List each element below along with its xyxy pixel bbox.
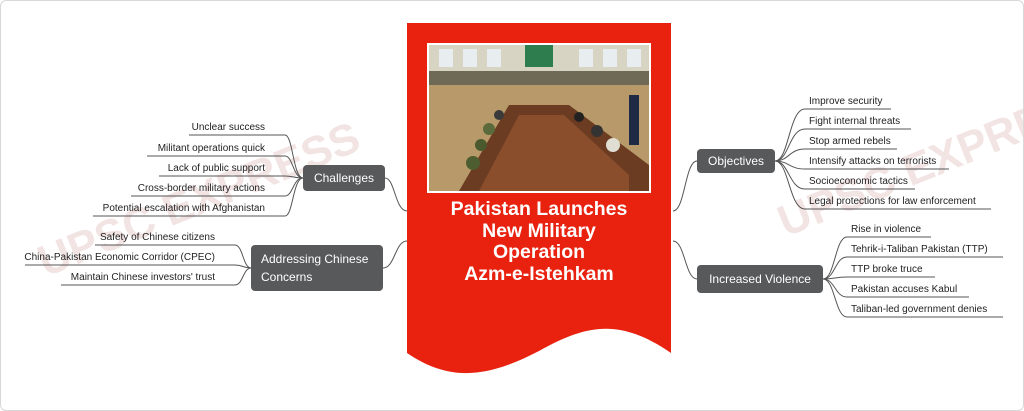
- violence-item: Rise in violence: [851, 224, 922, 235]
- objectives-item: Intensify attacks on terrorists: [809, 156, 937, 167]
- challenges-item: Militant operations quick: [157, 143, 265, 154]
- violence-item: TTP broke truce: [851, 264, 923, 275]
- violence-item: Pakistan accuses Kabul: [851, 284, 958, 295]
- objectives-item: Legal protections for law enforcement: [809, 196, 976, 207]
- branch-label: Objectives: [707, 154, 765, 168]
- objectives-item: Fight internal threats: [809, 116, 901, 127]
- central-topic-title: Pakistan Launches New Military Operation…: [417, 198, 661, 285]
- branch-objectives[interactable]: Objectives: [697, 149, 775, 173]
- violence-item: Taliban-led government denies: [851, 304, 988, 315]
- chinese-item: Maintain Chinese investors' trust: [70, 272, 215, 283]
- challenges-item: Lack of public support: [167, 163, 265, 174]
- chinese-item: Safety of Chinese citizens: [99, 232, 215, 243]
- central-title-line: Operation: [492, 241, 586, 263]
- violence-item: Tehrik-i-Taliban Pakistan (TTP): [851, 244, 988, 255]
- chinese-item: China-Pakistan Economic Corridor (CPEC): [24, 252, 215, 263]
- branch-label: Increased Violence: [709, 272, 811, 286]
- objectives-item: Improve security: [809, 96, 883, 107]
- challenges-item: Unclear success: [191, 122, 265, 133]
- central-title-line: Pakistan Launches: [450, 198, 628, 220]
- branch-label: Challenges: [313, 171, 375, 185]
- challenges-item: Potential escalation with Afghanistan: [102, 203, 265, 214]
- meeting-photo-icon: [427, 43, 651, 193]
- branch-increased-violence[interactable]: Increased Violence: [697, 265, 823, 293]
- challenges-item: Cross-border military actions: [137, 183, 265, 194]
- branch-label-line: Concerns: [261, 270, 313, 284]
- branch-challenges[interactable]: Challenges: [303, 165, 385, 191]
- branch-addressing-chinese-concerns[interactable]: Addressing Chinese Concerns: [251, 245, 383, 291]
- central-title-line: New Military: [482, 219, 596, 242]
- central-title-line: Azm-e-Istehkam: [464, 262, 614, 285]
- branch-label-line: Addressing Chinese: [261, 252, 369, 266]
- objectives-item: Stop armed rebels: [809, 136, 891, 147]
- objectives-item: Socioeconomic tactics: [809, 176, 908, 187]
